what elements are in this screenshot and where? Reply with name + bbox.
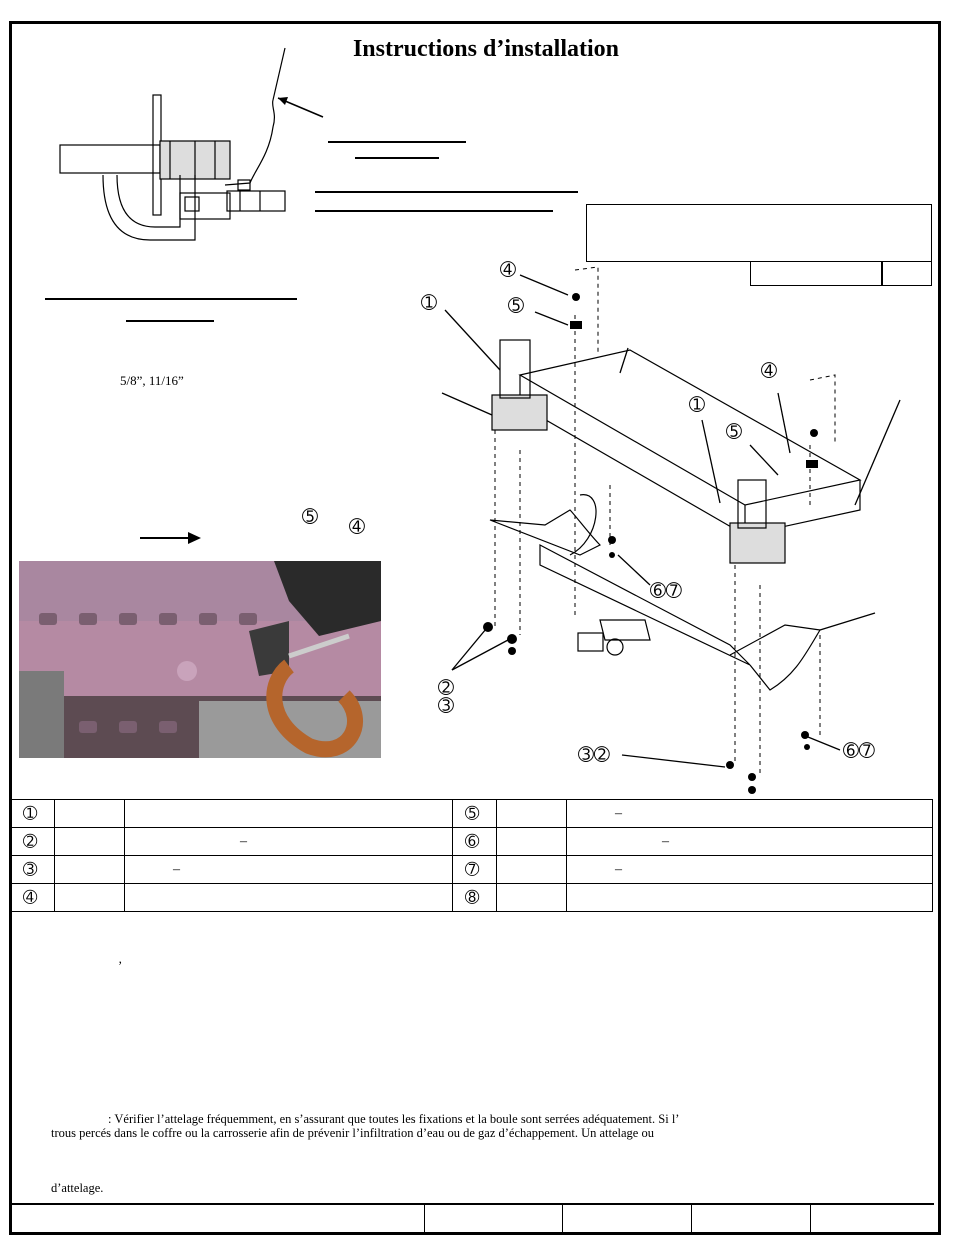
callout-6-7: ➅➆ <box>843 740 875 762</box>
part-number: ➄ <box>452 799 497 828</box>
warning-line-1: : Vérifier l’attelage fréquemment, en s’… <box>108 1112 680 1126</box>
part-desc: – <box>124 827 453 856</box>
part-number: ➂ <box>10 855 55 884</box>
callout-4: ➃ <box>500 259 516 281</box>
callout-5: ➄ <box>726 421 742 443</box>
parts-table: ➀ ➄ – ➁ – ➅ – ➂ – ➆ – ➃ ➇ <box>10 799 933 912</box>
install-photo <box>19 561 381 758</box>
callout-6-7: ➅➆ <box>650 580 682 602</box>
part-qty <box>496 799 567 828</box>
arrow-icon <box>140 532 201 544</box>
callout-5: ➄ <box>302 506 318 528</box>
callout-1: ➀ <box>421 292 437 314</box>
part-qty <box>54 827 125 856</box>
table-row: ➂ – ➆ – <box>10 855 933 884</box>
blank-line <box>355 157 439 159</box>
part-desc: – <box>566 855 933 884</box>
part-number: ➇ <box>452 883 497 912</box>
table-row: ➁ – ➅ – <box>10 827 933 856</box>
part-qty <box>54 855 125 884</box>
part-qty <box>496 855 567 884</box>
part-qty <box>54 799 125 828</box>
footer-cell <box>562 1205 563 1235</box>
blank-line <box>126 320 214 322</box>
warning-line-2: trous percés dans le coffre ou la carros… <box>51 1126 654 1140</box>
table-row: ➃ ➇ <box>10 883 933 912</box>
blank-line <box>315 210 553 212</box>
side-view-diagram <box>59 47 324 241</box>
callout-5: ➄ <box>508 295 524 317</box>
part-desc: – <box>566 827 933 856</box>
part-desc <box>566 883 933 912</box>
footer-cell <box>424 1205 425 1235</box>
part-number: ➃ <box>10 883 55 912</box>
callout-3: ➂ <box>438 695 454 717</box>
callout-3-2: ➂➁ <box>578 744 610 766</box>
page-border <box>9 21 941 1235</box>
part-qty <box>54 883 125 912</box>
table-row: ➀ ➄ – <box>10 799 933 828</box>
page-title: Instructions d’installation <box>352 36 620 62</box>
footer-cell <box>691 1205 692 1235</box>
part-desc: – <box>566 799 933 828</box>
note-mark: ’ <box>118 958 123 973</box>
callout-4: ➃ <box>349 516 365 538</box>
callout-4: ➃ <box>761 360 777 382</box>
exploded-hitch-diagram <box>441 266 901 794</box>
part-desc <box>124 883 453 912</box>
callout-1: ➀ <box>689 394 705 416</box>
part-number: ➅ <box>452 827 497 856</box>
part-number: ➀ <box>10 799 55 828</box>
blank-line <box>328 141 466 143</box>
footer-cell <box>810 1205 811 1235</box>
footer-bar <box>10 1203 934 1235</box>
wrench-sizes: 5/8”, 11/16” <box>120 373 184 388</box>
part-desc: – <box>124 855 453 884</box>
info-box-cell <box>881 261 932 286</box>
warning-line-3: d’attelage. <box>51 1181 104 1195</box>
info-box <box>586 204 932 262</box>
blank-line <box>45 298 297 300</box>
info-box-cell <box>750 261 883 286</box>
part-number: ➆ <box>452 855 497 884</box>
part-qty <box>496 883 567 912</box>
callout-2: ➁ <box>438 677 454 699</box>
part-desc <box>124 799 453 828</box>
blank-line <box>315 191 578 193</box>
part-number: ➁ <box>10 827 55 856</box>
part-qty <box>496 827 567 856</box>
